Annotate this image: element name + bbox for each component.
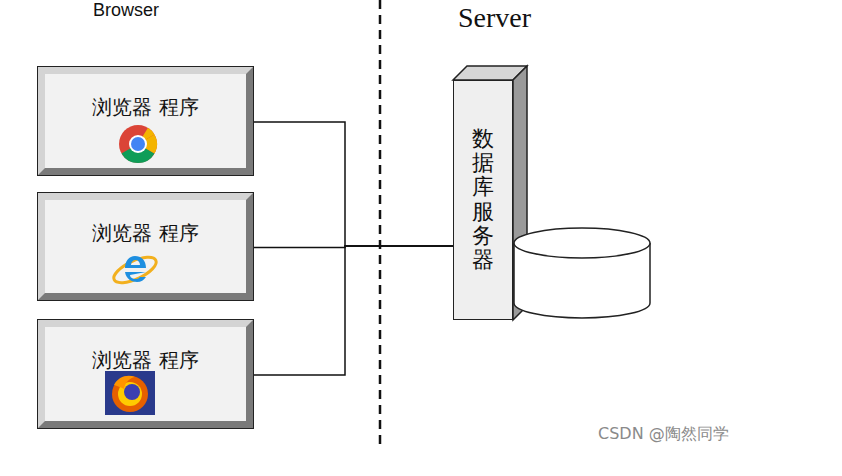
server-box: 数据库服务器 bbox=[453, 80, 513, 320]
vertical-label: 数据库服务器 bbox=[472, 127, 494, 272]
connector bbox=[253, 122, 453, 246]
connector bbox=[253, 246, 453, 375]
box-label: 浏览器 程序 bbox=[45, 220, 246, 247]
browser-icon bbox=[118, 124, 158, 164]
database-cylinder bbox=[514, 228, 650, 318]
watermark: CSDN @陶然同学 bbox=[598, 424, 729, 445]
box-label: 浏览器 程序 bbox=[45, 94, 246, 121]
section-label: Server bbox=[458, 2, 531, 34]
browser-box: 浏览器 程序 bbox=[38, 67, 253, 175]
section-label: Browser bbox=[93, 0, 159, 21]
divider-line bbox=[379, 0, 382, 446]
browser-box: 浏览器 程序 bbox=[38, 320, 253, 428]
browser-box: 浏览器 程序 bbox=[38, 193, 253, 300]
browser-icon bbox=[110, 248, 160, 292]
box-label: 浏览器 程序 bbox=[45, 347, 246, 374]
browser-icon bbox=[105, 371, 155, 415]
